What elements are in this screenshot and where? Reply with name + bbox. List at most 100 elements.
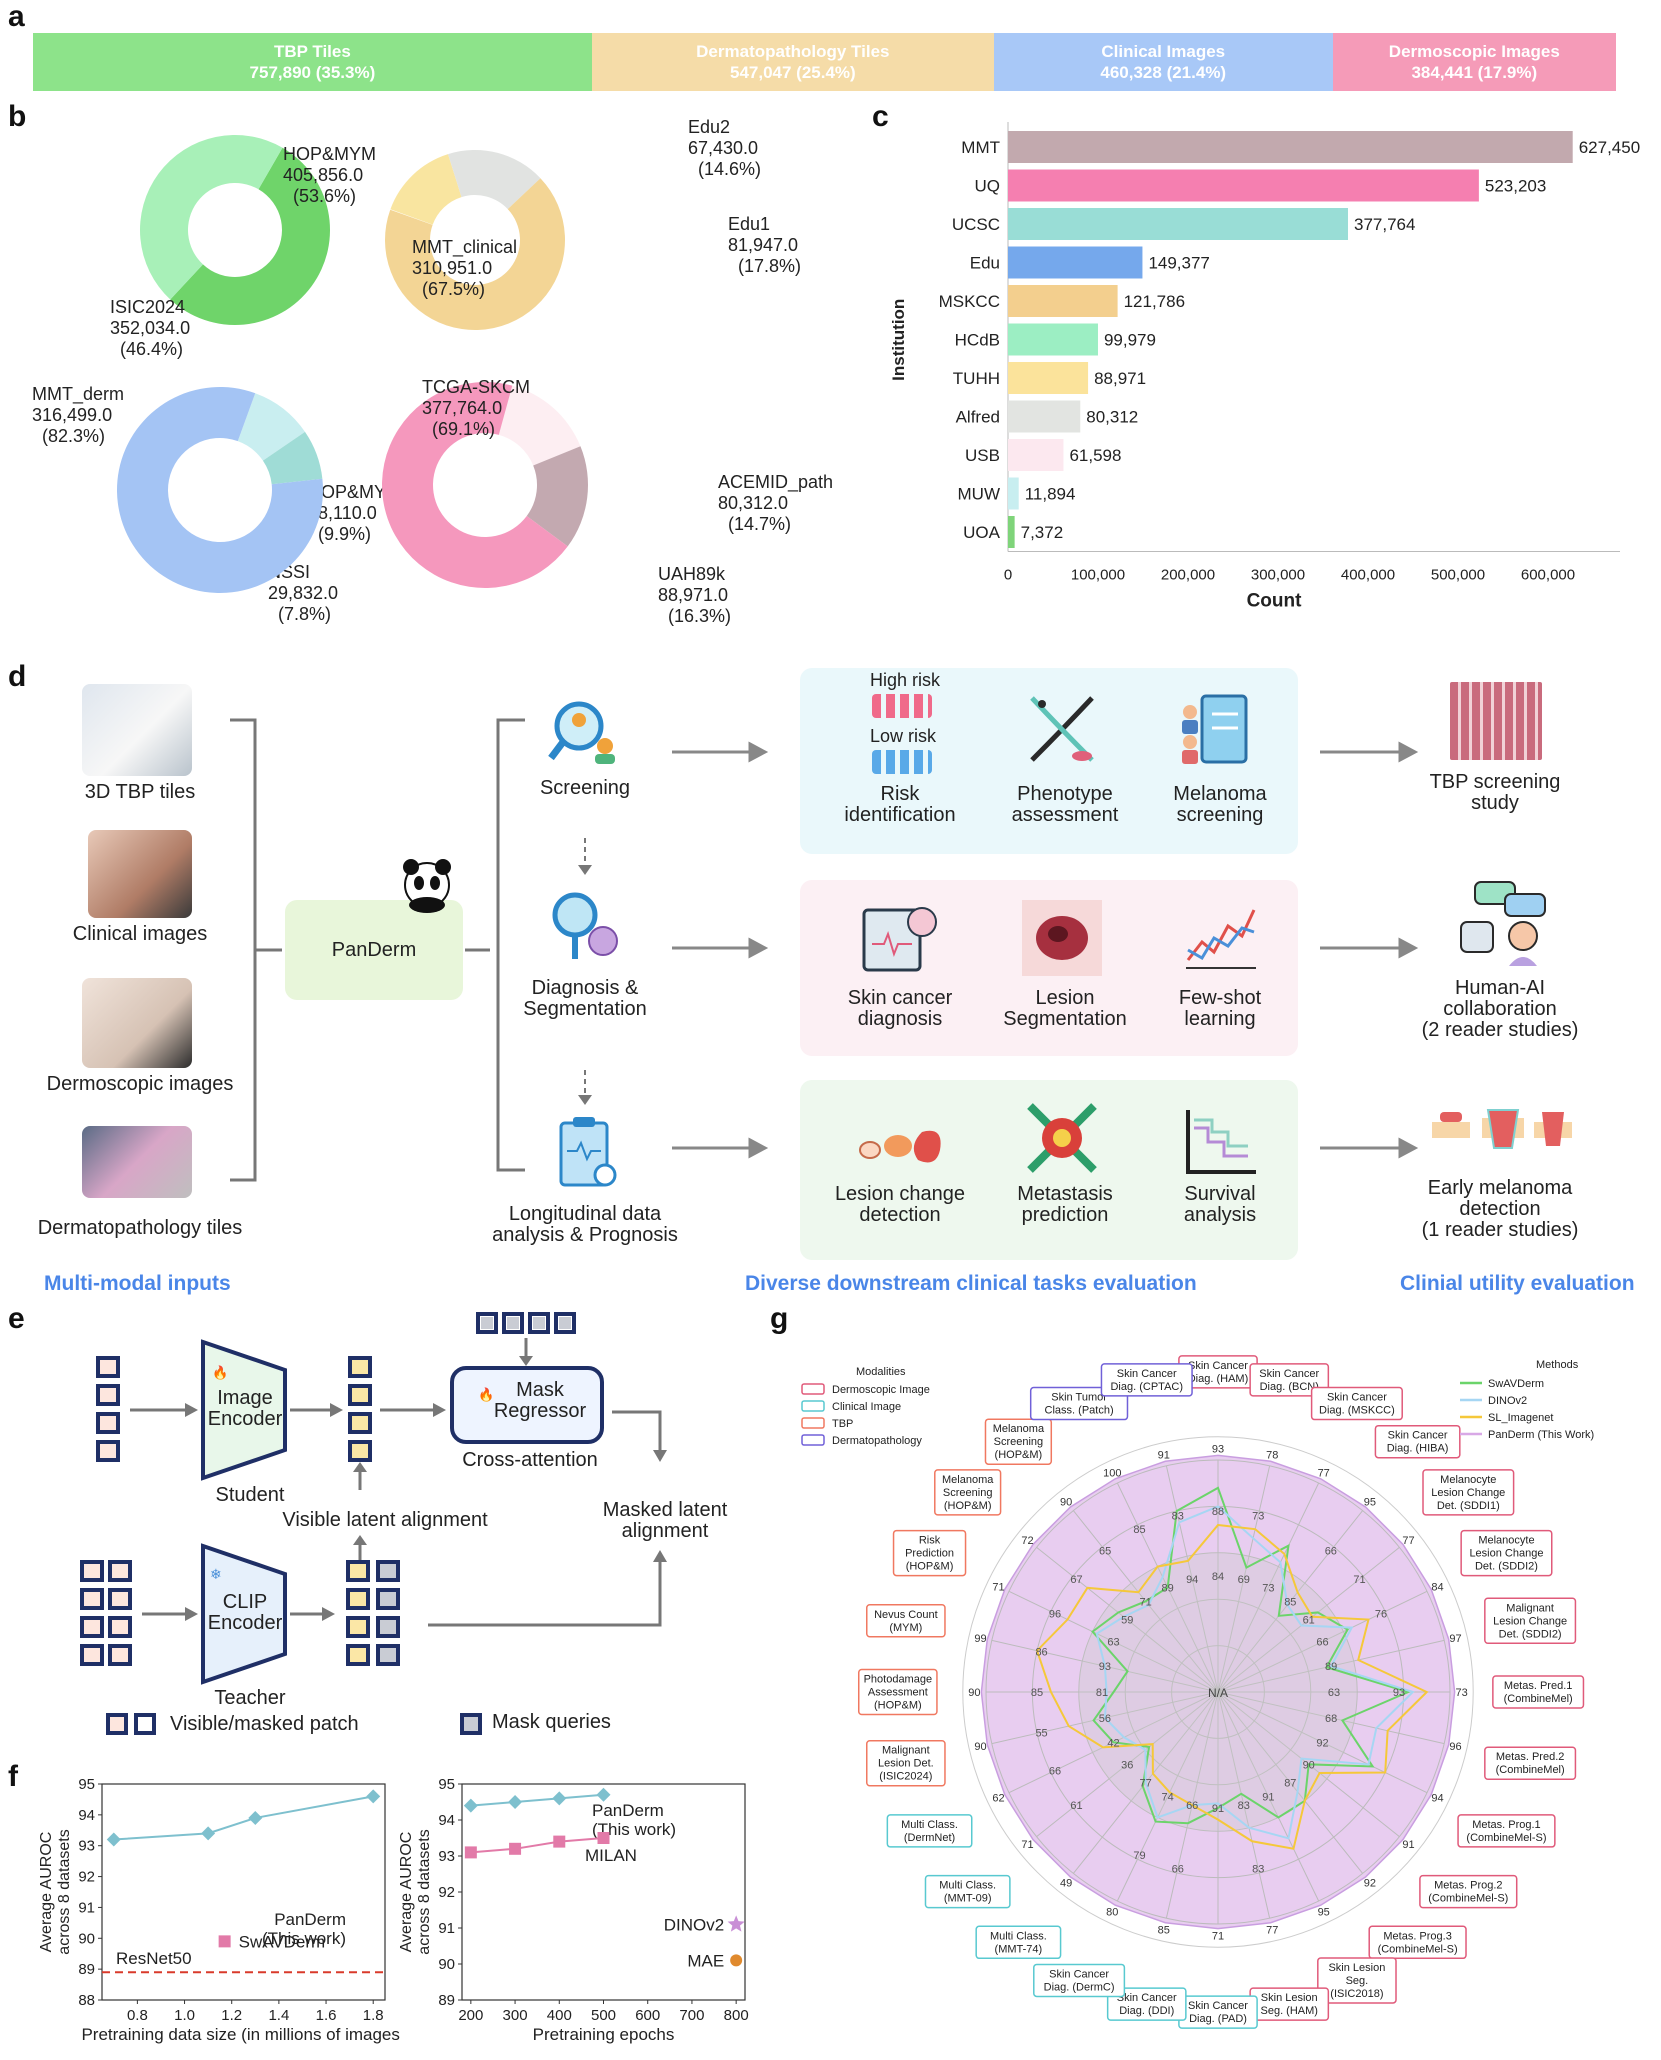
dermoscope-image	[82, 978, 192, 1068]
modality-legend-swatch	[801, 1417, 825, 1429]
x-tick-label: 500,000	[1431, 567, 1485, 584]
x-tick-label: 200	[458, 2007, 483, 2024]
panderm-label: PanDerm	[331, 939, 417, 961]
y-tick-label: 93	[78, 1838, 95, 1855]
category-label: MMT	[961, 138, 1000, 157]
panel-label-d: d	[8, 660, 27, 693]
x-tick-label: 1.2	[221, 2007, 242, 2024]
radar-axis-box	[1249, 1363, 1330, 1397]
diagnosis-monitor-icon	[858, 900, 942, 976]
radar-max-label: 71	[1212, 1931, 1224, 1943]
x-tick-label: 400,000	[1341, 567, 1395, 584]
radar-axis-label: Metas. Prog.2(CombineMel-S)	[1428, 1880, 1508, 1905]
x-tick-label: 0.8	[127, 2007, 148, 2024]
series-point	[597, 1832, 610, 1844]
category-label: UCSC	[952, 215, 1000, 234]
radar-max-label: 73	[1455, 1687, 1467, 1699]
panel-label-g: g	[770, 1302, 789, 1335]
series-point	[464, 1846, 477, 1859]
radar-axis-label: Metas. Prog.3(CombineMel-S)	[1378, 1930, 1458, 1955]
radar-max-label: 100	[1103, 1468, 1121, 1480]
lesion-grid-image	[1450, 682, 1542, 760]
radar-axis-box	[857, 1668, 938, 1716]
clipboard-search-icon	[553, 1115, 623, 1195]
plot-frame	[101, 1783, 386, 2001]
donut-slice	[381, 381, 568, 588]
radar-mid-label: 71	[1353, 1574, 1365, 1586]
radar-max-label: 93	[1212, 1443, 1224, 1455]
radar-inner-label: 42	[1107, 1737, 1119, 1749]
radar-axis-box	[1317, 1957, 1397, 2004]
radar-mid-label: 65	[1099, 1546, 1111, 1558]
modality-segment-value: 547,047 (25.4%)	[729, 63, 856, 82]
radar-spoke	[1217, 1691, 1445, 1745]
radar-axis-label: Metas. Pred.2(CombineMel)	[1496, 1751, 1565, 1776]
screening-magnifier-icon	[545, 696, 625, 766]
radar-outer-ring	[962, 1436, 1474, 1948]
radar-inner-label: 61	[1303, 1615, 1315, 1627]
x-tick-label: 1.8	[363, 2007, 384, 2024]
y-tick-label: 92	[438, 1884, 455, 1901]
task-phenotype-assessment: Phenotype assessment	[1011, 783, 1119, 826]
radar-inner-label: 83	[1238, 1800, 1250, 1812]
student-fire-icon: 🔥	[212, 1365, 229, 1380]
teacher-label: Teacher	[214, 1687, 286, 1709]
modality-legend-swatch	[801, 1383, 825, 1395]
category-label: MUW	[958, 485, 1000, 504]
category-label: TUHH	[953, 369, 1000, 388]
radar-max-label: 62	[992, 1793, 1004, 1805]
radar-mid-label: 79	[1133, 1850, 1145, 1862]
y-axis-title: Institution	[889, 299, 908, 381]
radar-inner-label: 74	[1162, 1792, 1174, 1804]
radar-axis-box	[1460, 1529, 1553, 1577]
panel-label-c: c	[872, 100, 889, 133]
workflow-diagram: 3D TBP tiles Clinical images Dermoscopic…	[0, 660, 1661, 1300]
point-label: MAE	[687, 1951, 724, 1970]
category-label: MSKCC	[939, 292, 1000, 311]
legend-visible-label: Visible/masked patch	[170, 1713, 359, 1735]
radar-max-label: 90	[974, 1741, 986, 1753]
donut-slice	[262, 431, 323, 485]
radar-inner-label: 36	[1121, 1759, 1133, 1771]
series-point	[553, 1835, 566, 1848]
radar-series-line	[1095, 1505, 1415, 1840]
modality-legend-label: Dermatopathology	[832, 1435, 922, 1447]
category-label: UQ	[975, 177, 1001, 196]
point-marker	[727, 1915, 745, 1932]
y-tick-label: 89	[78, 1961, 95, 1978]
radar-max-label: 90	[1060, 1497, 1072, 1509]
task-skin-cancer-diagnosis: Skin cancer diagnosis	[847, 987, 953, 1030]
radar-inner-label: 68	[1325, 1713, 1337, 1725]
visible-alignment-label: Visible latent alignment	[282, 1509, 488, 1531]
radar-spoke	[1217, 1465, 1271, 1693]
radar-axis-box	[886, 1814, 973, 1848]
series-label: PanDerm(This work)	[262, 1910, 346, 1948]
radar-max-label: 85	[1158, 1924, 1170, 1936]
series-point	[552, 1791, 567, 1806]
methods-legend-title: Methods	[1536, 1359, 1579, 1371]
value-label: 377,764	[1354, 215, 1415, 234]
radar-spoke	[1165, 1465, 1219, 1693]
input-label-tbp: 3D TBP tiles	[84, 781, 196, 803]
radar-chart: 9378779577849773969491929577718580497162…	[801, 1355, 1594, 2029]
workflow-connectors	[230, 718, 1419, 1182]
radar-inner-label: 89	[1162, 1582, 1174, 1594]
stage-diagnosis: Diagnosis & Segmentation	[523, 977, 647, 1020]
donut-slice	[498, 385, 581, 466]
y-axis-title: Average AUROCacross 8 datasets	[40, 1829, 73, 1954]
panel-label-b: b	[8, 100, 27, 133]
radar-mid-label: 85	[1133, 1524, 1145, 1536]
x-tick-label: 1.6	[316, 2007, 337, 2024]
modality-legend-swatch	[801, 1400, 825, 1412]
